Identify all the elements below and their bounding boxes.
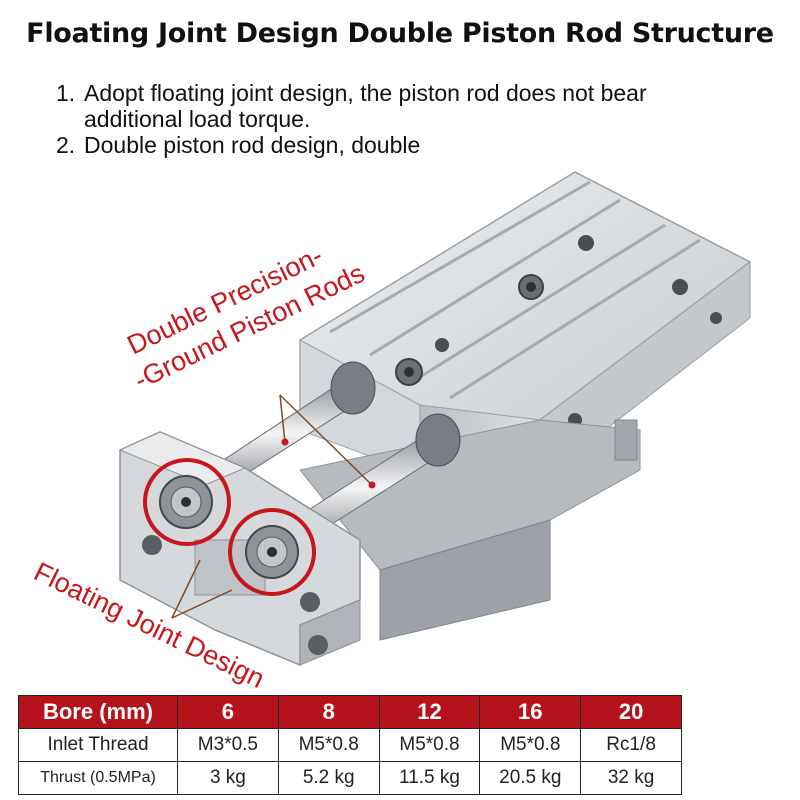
table-cell: M5*0.8: [378, 728, 481, 762]
table-cell: 20.5 kg: [479, 761, 582, 795]
joint-highlight-ring: [228, 508, 316, 596]
cylinder-product-illustration: Double Precision- -Ground Piston Rods Fl…: [29, 171, 752, 690]
table-header-cell: 6: [177, 695, 279, 729]
joint-highlight-ring: [143, 458, 231, 546]
table-cell: Rc1/8: [580, 728, 682, 762]
table-row: Thrust (0.5MPa) 3 kg 5.2 kg 11.5 kg 20.5…: [18, 761, 682, 795]
table-cell: M5*0.8: [277, 728, 380, 762]
row-label: Inlet Thread: [18, 728, 178, 762]
table-cell: 3 kg: [177, 761, 279, 795]
table-cell: M3*0.5: [177, 728, 279, 762]
callout-dot: [281, 438, 289, 446]
feature-list: 1. Adopt floating joint design, the pist…: [56, 80, 776, 158]
table-header-row: Bore (mm) 6 8 12 16 20: [18, 695, 682, 729]
row-label: Thrust (0.5MPa): [18, 761, 178, 795]
table-header-cell: Bore (mm): [18, 695, 178, 729]
guide-base: [299, 419, 641, 641]
table-cell: 5.2 kg: [277, 761, 380, 795]
spec-table: Bore (mm) 6 8 12 16 20 Inlet Thread M3*0…: [18, 695, 682, 795]
feature-line: Double piston rod design, double: [84, 132, 421, 158]
table-cell: M5*0.8: [479, 728, 582, 762]
callout-dot: [368, 481, 376, 489]
feature-line: additional load torque.: [84, 106, 311, 132]
feature-line: Adopt floating joint design, the piston …: [84, 80, 647, 106]
table-row: Inlet Thread M3*0.5 M5*0.8 M5*0.8 M5*0.8…: [18, 728, 682, 762]
feature-number: 2.: [56, 132, 76, 158]
table-cell: 32 kg: [580, 761, 682, 795]
feature-number: 1.: [56, 80, 76, 106]
table-header-cell: 12: [378, 695, 481, 729]
table-header-cell: 20: [580, 695, 682, 729]
table-header-cell: 16: [479, 695, 582, 729]
table-cell: 11.5 kg: [378, 761, 481, 795]
table-header-cell: 8: [277, 695, 380, 729]
feature-text: Adopt floating joint design, the piston …: [84, 80, 647, 132]
page-title: Floating Joint Design Double Piston Rod …: [26, 18, 774, 49]
feature-item-2: 2. Double piston rod design, double: [56, 132, 776, 158]
callout-leader-lines: [171, 394, 373, 619]
feature-item-1: 1. Adopt floating joint design, the pist…: [56, 80, 776, 132]
